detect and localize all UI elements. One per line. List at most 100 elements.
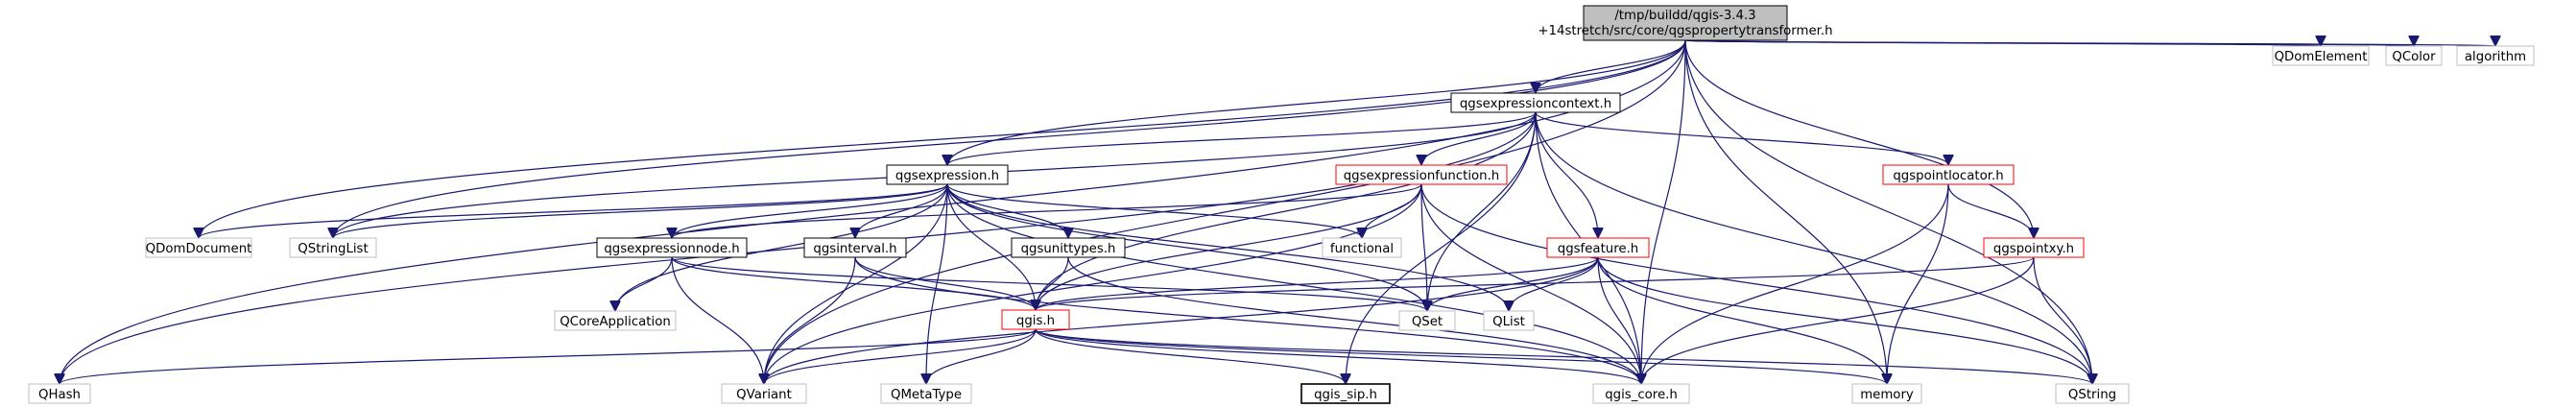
edge-qgsfeature-to-memory (1597, 256, 1887, 384)
edge-qgsexpression-to-qmetatype (926, 183, 948, 384)
node-label-qmetatype: QMetaType (891, 388, 962, 402)
node-qdomelement: QDomElement (2272, 45, 2370, 66)
edge-qgsfeature-to-qgis_core (1597, 256, 1641, 384)
node-qgsexpressionnode[interactable]: qgsexpressionnode.h (596, 237, 748, 258)
node-box-functional (1322, 237, 1402, 258)
node-box-root (1583, 5, 1788, 41)
edge-root-to-qdomdocument (199, 39, 1686, 238)
node-box-qdomdocument (145, 237, 252, 258)
edge-qgsexpression-to-functional (946, 183, 1362, 239)
node-qgspointxy[interactable]: qgspointxy.h (1983, 237, 2085, 258)
edge-root-to-qgsexpressioncontext (1536, 39, 1686, 94)
edge-qgsexpression-to-qdomdocument (199, 183, 948, 239)
edge-qgspointxy-to-qstring (2033, 256, 2092, 384)
root-label-line1: /tmp/buildd/qgis-3.4.3 (1614, 9, 1755, 23)
edge-qgsinterval-to-qgis_core (854, 256, 1641, 384)
node-box-qgsexpressioncontext (1450, 92, 1621, 113)
node-label-qgsexpressionnode: qgsexpressionnode.h (604, 242, 739, 256)
node-box-qstringlist (289, 237, 377, 258)
node-qgis_sip[interactable]: qgis_sip.h (1300, 383, 1391, 404)
node-label-qhash: QHash (38, 388, 81, 402)
node-box-qgis_core (1592, 383, 1690, 404)
edge-qgis-to-qvariant (764, 328, 1037, 385)
edge-qgsexpressionfunction-to-qgsexpressionnode (672, 183, 1422, 239)
node-label-qstring: QString (2068, 388, 2116, 402)
node-qdomdocument: QDomDocument (145, 237, 252, 258)
node-box-qgspointlocator (1882, 164, 2015, 185)
node-qmetatype: QMetaType (880, 383, 972, 404)
node-box-qgis (1001, 309, 1070, 330)
edge-qgsfeature-to-qgis (1036, 256, 1599, 311)
node-box-qgsinterval (803, 237, 907, 258)
edge-qgsexpressioncontext-to-qset (1427, 111, 1537, 311)
node-qset: QSet (1398, 310, 1456, 331)
node-qcolor: QColor (2385, 45, 2443, 66)
node-qgsfeature[interactable]: qgsfeature.h (1546, 237, 1650, 258)
edge-qgsfeature-to-qlist (1509, 256, 1599, 312)
node-root[interactable]: /tmp/buildd/qgis-3.4.3+14stretch/src/cor… (1538, 5, 1833, 41)
node-qgis[interactable]: qgis.h (1001, 309, 1070, 330)
node-algorithm: algorithm (2456, 45, 2535, 66)
node-box-memory (1851, 383, 1922, 404)
edge-qgsexpressioncontext-to-qhash (60, 111, 1537, 384)
node-label-qgis_core: qgis_core.h (1605, 388, 1678, 402)
node-box-qstring (2055, 383, 2130, 404)
node-label-qgsunittypes: qgsunittypes.h (1021, 242, 1116, 256)
node-label-qcoreapplication: QCoreApplication (560, 315, 671, 329)
edge-qgsexpressionfunction-to-qgis (1036, 183, 1422, 310)
edge-qgsexpression-to-qgsinterval (855, 183, 948, 239)
node-label-qlist: QList (1492, 315, 1525, 329)
edge-qgsunittypes-to-qgis_core (1067, 256, 1641, 384)
node-qgsexpressionfunction[interactable]: qgsexpressionfunction.h (1335, 164, 1508, 185)
edge-qgsexpression-to-qgsexpressionnode (672, 183, 948, 239)
edge-qgis-to-qhash (60, 328, 1037, 385)
node-label-qgsexpression: qgsexpression.h (895, 169, 999, 183)
edge-qgspointlocator-to-memory (1887, 183, 1949, 384)
edge-qgsexpressioncontext-to-qgsfeature (1535, 111, 1598, 238)
node-qstringlist: QStringList (289, 237, 377, 258)
node-box-algorithm (2456, 45, 2535, 66)
node-functional: functional (1322, 237, 1402, 258)
node-label-qdomdocument: QDomDocument (146, 242, 252, 256)
node-box-qvariant (721, 383, 807, 404)
edge-qgis-to-memory (1035, 328, 1887, 385)
edge-qgis-to-qgis_sip (1035, 328, 1346, 385)
edge-qgsexpressionnode-to-qvariant (671, 256, 764, 384)
node-box-qgsunittypes (1011, 237, 1126, 258)
edge-qgsexpressionfunction-to-qset (1420, 183, 1427, 311)
node-label-qgsfeature: qgsfeature.h (1558, 242, 1638, 256)
edge-qgis-to-qgis_core (1035, 328, 1641, 385)
edge-qgsexpressioncontext-to-qgis (1036, 111, 1537, 310)
node-box-qgis_sip (1300, 383, 1391, 404)
node-layer: /tmp/buildd/qgis-3.4.3+14stretch/src/cor… (28, 5, 2535, 404)
node-box-qmetatype (880, 383, 972, 404)
node-box-qhash (28, 383, 91, 404)
node-qgsinterval[interactable]: qgsinterval.h (803, 237, 907, 258)
edge-qgsexpressionnode-to-qcoreapplication (615, 256, 673, 312)
node-qgspointlocator[interactable]: qgspointlocator.h (1882, 164, 2015, 185)
node-qgsunittypes[interactable]: qgsunittypes.h (1011, 237, 1126, 258)
edge-root-to-qgspointxy (1684, 39, 2034, 238)
edge-qgspointlocator-to-qgspointxy (1947, 183, 2034, 239)
node-qgis_core: qgis_core.h (1592, 383, 1690, 404)
edge-qgsfeature-to-qstring (1597, 256, 2092, 384)
node-qstring: QString (2055, 383, 2130, 404)
node-qgsexpressioncontext[interactable]: qgsexpressioncontext.h (1450, 92, 1621, 113)
node-label-qgspointlocator: qgspointlocator.h (1893, 169, 2003, 183)
edge-qgsexpression-to-qstringlist (333, 183, 948, 239)
node-box-qlist (1483, 310, 1535, 331)
edge-qgsexpressioncontext-to-qgis_sip (1346, 111, 1537, 384)
edge-qgspointlocator-to-qgis_core (1641, 183, 1949, 384)
edge-qgsexpressionfunction-to-qvariant (764, 183, 1422, 384)
edge-qgsexpressionnode-to-qgis (671, 256, 1036, 311)
node-label-qset: QSet (1412, 315, 1443, 329)
node-qgsexpression[interactable]: qgsexpression.h (886, 164, 1009, 185)
node-box-qset (1398, 310, 1456, 331)
edge-root-to-qstring (1684, 39, 2092, 384)
edge-root-to-algorithm (1684, 40, 2495, 46)
node-label-qstringlist: QStringList (298, 242, 368, 256)
edge-qgsexpressionfunction-to-qstring (1420, 183, 2092, 384)
node-box-qgsexpressionnode (596, 237, 748, 258)
root-label-line2: +14stretch/src/core/qgspropertytransform… (1538, 24, 1832, 38)
